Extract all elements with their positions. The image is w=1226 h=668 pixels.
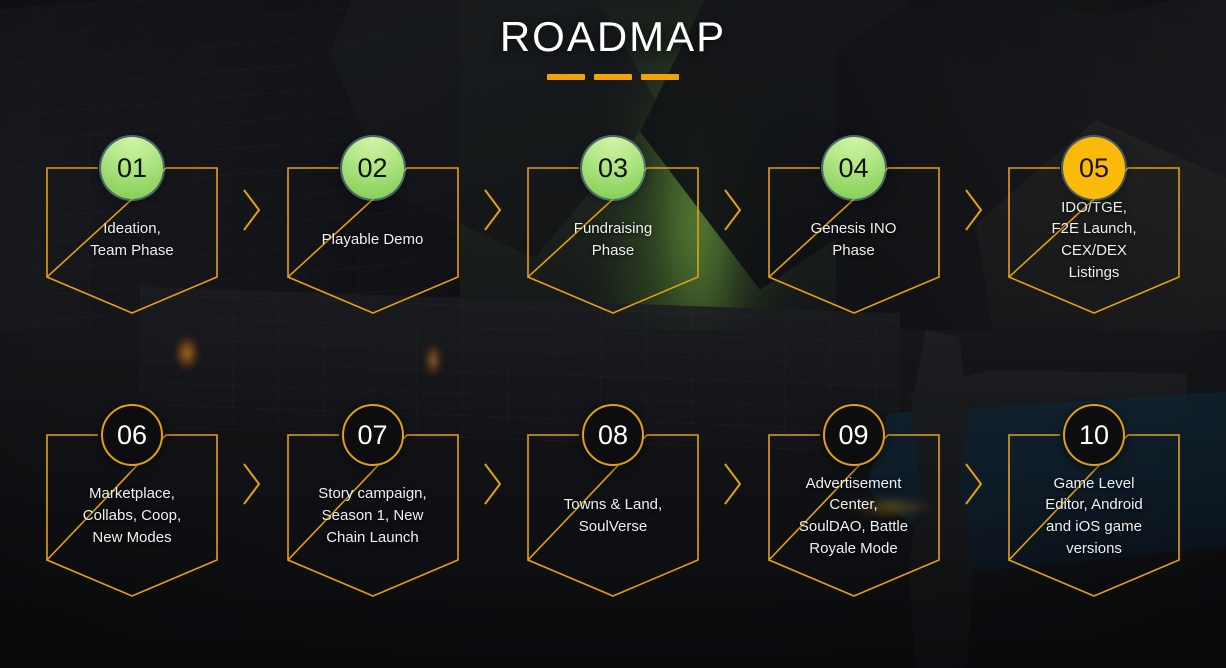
step-description: Story campaign, Season 1, New Chain Laun… [318,485,427,546]
step-description: Ideation, Team Phase [90,220,174,259]
header: ROADMAP [0,16,1226,80]
step-panel: Story campaign, Season 1, New Chain Laun… [286,434,459,597]
chevron-right-icon [699,404,768,564]
title-divider [0,74,1226,80]
roadmap-step-08[interactable]: Towns & Land, SoulVerse 08 [526,404,699,597]
chevron-right-icon [459,404,528,564]
roadmap-step-03[interactable]: Fundraising Phase 03 [526,137,699,314]
divider-dash [547,74,585,80]
chevron-right-icon [218,137,287,283]
roadmap-step-09[interactable]: Advertisement Center, SoulDAO, Battle Ro… [767,404,940,597]
step-number-badge[interactable]: 09 [822,404,885,466]
step-number: 10 [1078,419,1110,450]
chevron-right-icon [940,404,1009,564]
step-number-badge[interactable]: 01 [101,137,163,199]
step-description: Fundraising Phase [573,220,653,259]
step-number: 06 [116,419,148,450]
step-description: Advertisement Center, SoulDAO, Battle Ro… [798,474,909,557]
step-number: 04 [838,152,869,183]
step-number-badge[interactable]: 06 [101,404,163,466]
step-number: 08 [597,419,629,450]
step-number: 09 [838,419,869,450]
page-title: ROADMAP [499,13,727,60]
step-number-badge[interactable]: 02 [341,137,404,199]
roadmap-step-01[interactable]: Ideation, Team Phase 01 [45,137,218,314]
step-panel: Advertisement Center, SoulDAO, Battle Ro… [767,434,940,597]
step-number-badge[interactable]: 05 [1063,137,1125,199]
roadmap-step-07[interactable]: Story campaign, Season 1, New Chain Laun… [286,404,459,597]
chevron-right-icon [940,137,1009,283]
chevron-right-icon [218,404,287,564]
divider-dash [641,74,679,80]
step-description: Marketplace, Collabs, Coop, New Modes [82,485,182,546]
step-number-badge[interactable]: 03 [582,137,644,199]
step-number-badge[interactable]: 07 [341,404,404,466]
step-number-badge[interactable]: 08 [582,404,644,466]
step-number: 02 [357,152,388,183]
step-number-badge[interactable]: 04 [822,137,885,199]
divider-dash [594,74,632,80]
roadmap-step-02[interactable]: Playable Demo 02 [286,137,459,314]
step-description: Genesis INO Phase [810,220,897,259]
chevron-right-icon [699,137,768,283]
step-number: 05 [1078,152,1110,183]
chevron-right-icon [459,137,528,283]
step-description: Game Level Editor, Android and iOS game … [1045,474,1143,557]
step-number: 01 [116,152,148,183]
step-description: Towns & Land, SoulVerse [563,496,663,535]
step-number: 07 [357,419,388,450]
roadmap-step-04[interactable]: Genesis INO Phase 04 [767,137,940,314]
roadmap-step-10[interactable]: Game Level Editor, Android and iOS game … [1007,404,1180,597]
roadmap-step-06[interactable]: Marketplace, Collabs, Coop, New Modes 06 [45,404,218,597]
step-description: IDO/TGE, F2E Launch, CEX/DEX Listings [1051,198,1137,281]
step-number-badge[interactable]: 10 [1063,404,1125,466]
step-number: 03 [597,152,629,183]
step-description: Playable Demo [321,231,424,249]
roadmap-step-05[interactable]: IDO/TGE, F2E Launch, CEX/DEX Listings 05 [1007,137,1180,314]
